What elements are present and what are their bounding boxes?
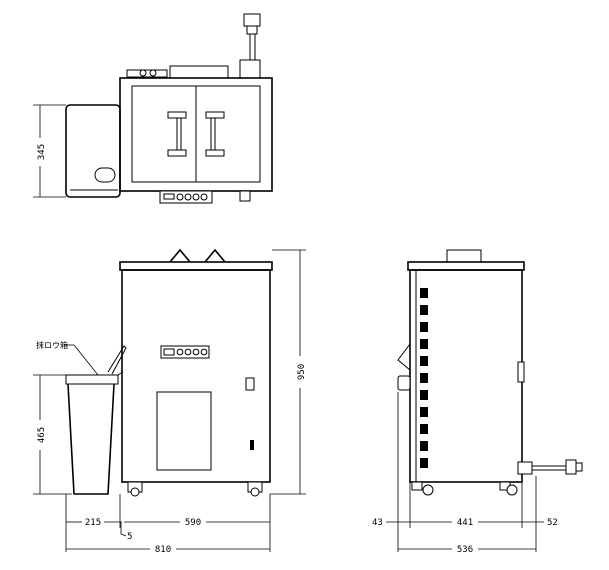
front-view: 抹ロウ箱 950 465 215 590 5 810: [33, 248, 307, 555]
dim-front-gap: 5: [127, 532, 132, 542]
dim-front-width-left: 215: [85, 518, 101, 528]
dim-front-width-total: 810: [155, 545, 171, 555]
top-handle-right: [205, 111, 225, 157]
dim-front-width-right: 590: [185, 518, 201, 528]
label-wax-container: 抹ロウ箱: [36, 340, 68, 350]
side-vents: [420, 288, 428, 468]
top-handle-left: [167, 111, 187, 157]
dim-front-height-total: 950: [297, 364, 307, 380]
top-view: 345: [33, 13, 273, 204]
dim-top-depth: 345: [37, 144, 47, 160]
dim-front-height-bin: 465: [37, 427, 47, 443]
dim-side-right: 52: [547, 518, 558, 528]
dim-side-total: 536: [457, 545, 473, 555]
dim-side-left: 43: [372, 518, 383, 528]
side-view: 43 441 52 536: [372, 249, 583, 555]
dim-side-middle: 441: [457, 518, 473, 528]
